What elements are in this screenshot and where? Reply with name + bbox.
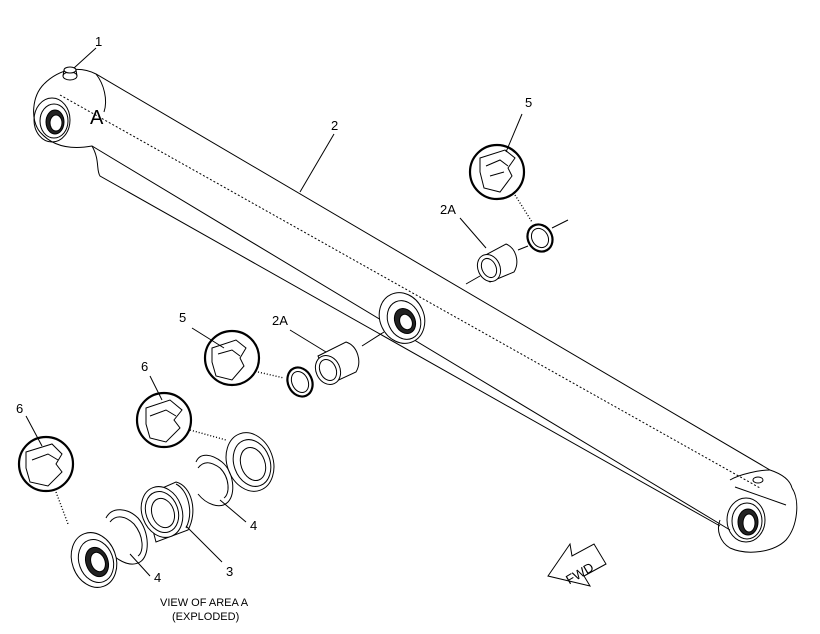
label-6-left: 6 [16,401,23,416]
label-2: 2 [331,118,338,133]
left-seal-6-detail [17,435,75,525]
snap-ring-right [195,454,234,507]
label-2a-lower: 2A [272,313,288,328]
caption-line-2: (EXPLODED) [172,611,239,623]
link-arm [33,66,798,553]
snap-ring-left [105,509,148,565]
upper-bushing-2a [465,243,518,285]
mid-seal-6-detail [135,391,227,449]
labels: A 1 2 5 2A 5 2A 6 6 4 3 4 [16,34,532,585]
area-marker-label: A [90,107,104,129]
label-4-right: 4 [250,518,257,533]
middle-bearing-ring [361,292,426,347]
middle-seal-ring [286,366,314,398]
label-3: 3 [226,564,233,579]
label-2a-upper: 2A [440,202,456,217]
middle-seal-detail [203,329,285,387]
label-1: 1 [95,34,102,49]
caption-line-1: VIEW OF AREA A [160,597,249,609]
view-caption: VIEW OF AREA A (EXPLODED) [160,597,249,623]
left-seal-ring-large [70,532,118,588]
label-5-lower: 5 [179,310,186,325]
fwd-arrow: FWD [547,542,607,587]
label-6-mid: 6 [141,359,148,374]
upper-seal-ring [517,219,569,253]
bearing-3 [140,481,194,543]
upper-seal-detail [468,143,533,223]
middle-bushing-2a [314,341,360,386]
leader-lines [25,47,523,577]
label-4-lower: 4 [154,570,161,585]
right-seal-ring-large [225,432,275,492]
label-5-upper: 5 [525,95,532,110]
